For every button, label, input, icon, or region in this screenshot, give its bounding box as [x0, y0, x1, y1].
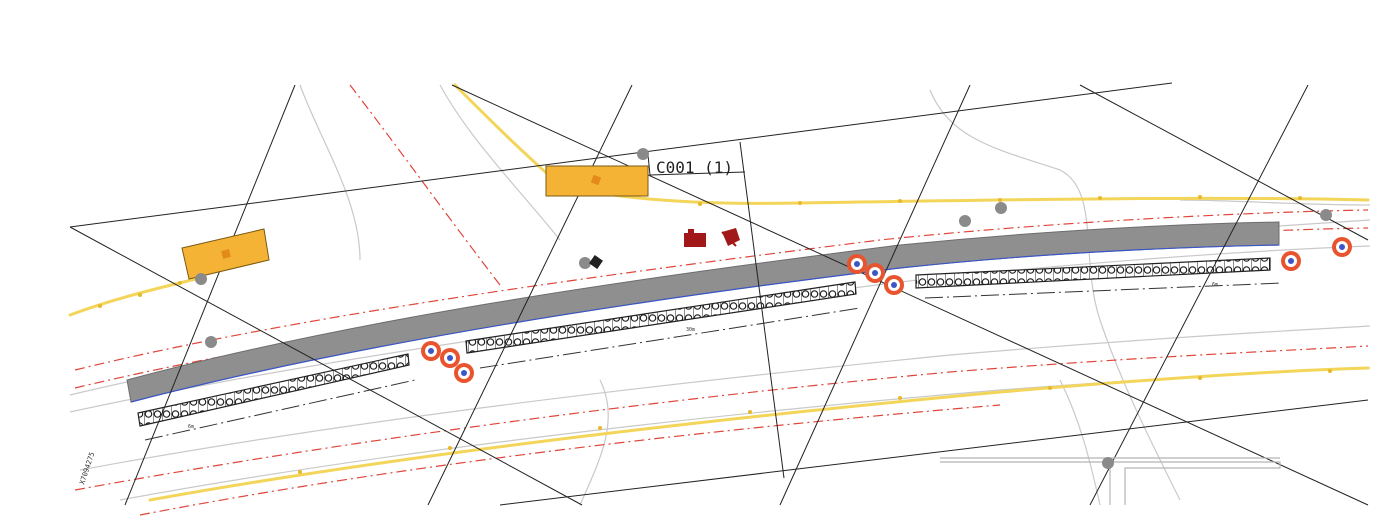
- segment-mark-east: 6m: [1212, 282, 1218, 288]
- construction-machine: [684, 228, 740, 247]
- sheet-label: C001 (1): [656, 158, 733, 177]
- utility-poles: [195, 148, 1332, 469]
- target-marker: [847, 254, 867, 274]
- pole-marker: [205, 336, 217, 348]
- grid-lines: [69, 82, 1369, 506]
- target-marker: [884, 275, 904, 295]
- pole-marker: [1320, 209, 1332, 221]
- target-marker: [1332, 237, 1352, 257]
- noise-barrier-middle: [465, 281, 857, 354]
- pole-marker: [995, 202, 1007, 214]
- pipeline-markers: [98, 195, 1332, 474]
- pole-marker: [1102, 457, 1114, 469]
- target-marker: [440, 348, 460, 368]
- noise-barrier-west: [137, 353, 410, 427]
- pole-marker: [195, 273, 207, 285]
- segment-mark-west: 6m: [188, 424, 194, 430]
- contour-lines: [69, 84, 1371, 506]
- building-north: [545, 165, 649, 197]
- building-west: [181, 228, 270, 280]
- target-marker: [865, 263, 885, 283]
- pole-marker: [579, 257, 591, 269]
- target-marker: [421, 341, 441, 361]
- target-marker: [454, 363, 474, 383]
- segment-mark-middle: 30m: [686, 327, 695, 333]
- pole-marker: [959, 215, 971, 227]
- road-edge-line: [130, 244, 1280, 403]
- noise-barrier-east: [915, 257, 1271, 289]
- target-marker: [1281, 251, 1301, 271]
- survey-targets: [421, 237, 1352, 383]
- drawing-reference: X7094275: [78, 451, 96, 486]
- equipment-marker: [589, 255, 603, 269]
- pipeline-lines: [68, 83, 1370, 502]
- pole-marker: [637, 148, 649, 160]
